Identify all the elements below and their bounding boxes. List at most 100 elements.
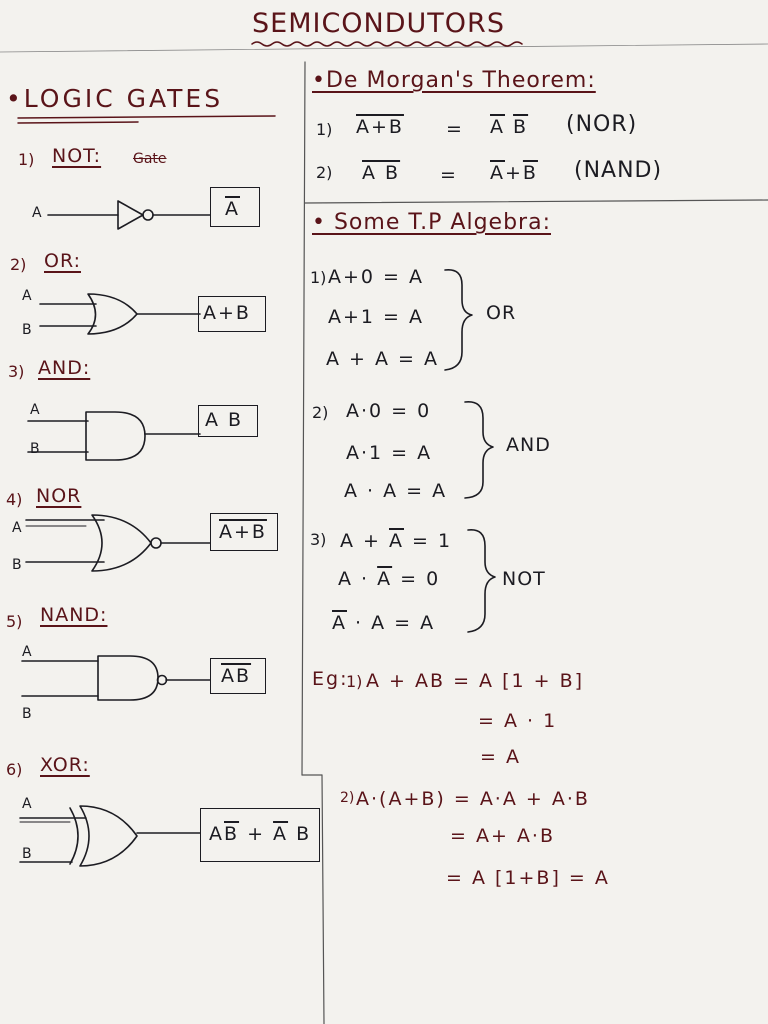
gate-number: 5) [6, 612, 23, 631]
xor-term: A [209, 823, 224, 845]
algebra-heading: • Some T.P Algebra: [312, 210, 551, 235]
rhs-term-bar: B [513, 116, 529, 138]
algebra-line: A·0 = 0 [346, 400, 432, 422]
algebra-part-bar: A [332, 612, 347, 634]
algebra-group-num: 3) [310, 530, 327, 549]
de-morgan-eq: = [440, 164, 458, 186]
or-gate [39, 293, 201, 335]
input-label-a: A [22, 796, 32, 812]
page-title: SEMICONDUTORS [252, 8, 505, 39]
algebra-part-bar: A [377, 568, 393, 590]
example-line: = A · 1 [478, 710, 558, 732]
nand-gate [21, 655, 211, 701]
de-morgan-lhs: A+B [356, 116, 404, 138]
output-and: A B [205, 409, 244, 431]
xor-term-bar: B [224, 823, 240, 845]
gate-name-nor: NOR [36, 485, 82, 507]
example-line: = A [1+B] = A [446, 867, 610, 889]
input-label-a: A [22, 644, 32, 660]
de-morgan-divider [304, 199, 768, 204]
output-box-nand: AB [210, 658, 266, 694]
input-label-b: B [22, 706, 32, 722]
input-label-a: A [22, 288, 32, 304]
algebra-line: A · A = 0 [338, 568, 440, 590]
example-line: = A+ A·B [450, 825, 555, 847]
input-label-b: B [22, 846, 32, 862]
output-or: A+B [203, 302, 251, 324]
xor-term: B [288, 823, 312, 845]
algebra-group-label: AND [506, 434, 551, 456]
not-brace [467, 529, 496, 633]
output-box-xor: AB + A B [200, 808, 320, 862]
title-rule [0, 43, 768, 53]
algebra-group-label: NOT [502, 568, 546, 590]
algebra-line: A · A = A [344, 480, 448, 502]
de-morgan-heading: •De Morgan's Theorem: [312, 68, 596, 93]
output-xor: AB + A B [209, 823, 311, 845]
de-morgan-num: 2) [316, 163, 333, 182]
algebra-part-bar: A [389, 530, 404, 552]
output-box-not: A [210, 187, 260, 227]
nor-gate [25, 514, 211, 572]
gate-number: 2) [10, 255, 27, 274]
rhs-term-bar: A [490, 162, 505, 184]
output-nand: AB [221, 665, 252, 687]
input-label-a: A [32, 205, 42, 221]
and-gate [27, 411, 201, 461]
logic-gates-heading: •LOGIC GATES [6, 84, 224, 113]
de-morgan-lhs: A B [362, 162, 401, 184]
gate-number: 3) [8, 362, 25, 381]
gate-name-not: NOT: [52, 145, 102, 167]
input-label-b: B [30, 441, 40, 457]
de-morgan-rhs: A+B [490, 162, 538, 184]
gate-name-xor: XOR: [40, 754, 90, 776]
output-box-nor: A+B [210, 513, 278, 551]
algebra-group-num: 2) [312, 403, 329, 422]
input-label-b: B [22, 322, 32, 338]
example-line: A + AB = A [1 + B] [366, 670, 585, 692]
algebra-group-label: OR [486, 302, 517, 324]
output-box-and: A B [198, 405, 258, 437]
struck-word: Gate [133, 151, 167, 167]
input-label-a: A [12, 520, 22, 536]
example-label: Eg: [312, 668, 349, 690]
de-morgan-note: (NAND) [574, 158, 663, 183]
de-morgan-eq: = [446, 118, 464, 140]
input-label-a: A [30, 402, 40, 418]
algebra-line: A + A = A [326, 348, 439, 370]
title-underline [251, 41, 523, 47]
gate-number: 4) [6, 490, 23, 509]
algebra-part: · A = A [347, 612, 436, 634]
de-morgan-rhs: A B [490, 116, 528, 138]
example-line: = A [480, 746, 521, 768]
algebra-line: A·1 = A [346, 442, 433, 464]
de-morgan-note: (NOR) [566, 112, 638, 137]
not-gate [47, 200, 211, 230]
rhs-sep [505, 116, 513, 138]
and-brace [464, 401, 494, 499]
example-line: A·(A+B) = A·A + A·B [356, 788, 590, 810]
gate-number: 6) [6, 760, 23, 779]
algebra-line: A+1 = A [328, 306, 425, 328]
algebra-line: A · A = A [332, 612, 435, 634]
example-num: 1) [346, 672, 363, 691]
output-nor: A+B [219, 521, 267, 543]
example-num: 2) [340, 790, 355, 806]
algebra-line: A + A = 1 [340, 530, 452, 552]
rhs-term-bar: B [522, 162, 538, 184]
algebra-part: A · [338, 568, 378, 590]
input-label-b: B [12, 557, 22, 573]
logic-heading-underline [17, 115, 276, 119]
algebra-part: A + [340, 530, 389, 552]
algebra-line: A+0 = A [328, 266, 425, 288]
xor-plus: + [239, 823, 274, 845]
or-brace [444, 268, 473, 371]
algebra-part: = 1 [404, 530, 453, 552]
column-divider-lower [321, 774, 325, 1024]
algebra-group-num: 1) [310, 268, 327, 287]
gate-name-nand: NAND: [40, 604, 108, 626]
de-morgan-num: 1) [316, 120, 333, 139]
algebra-part: = 0 [392, 568, 441, 590]
